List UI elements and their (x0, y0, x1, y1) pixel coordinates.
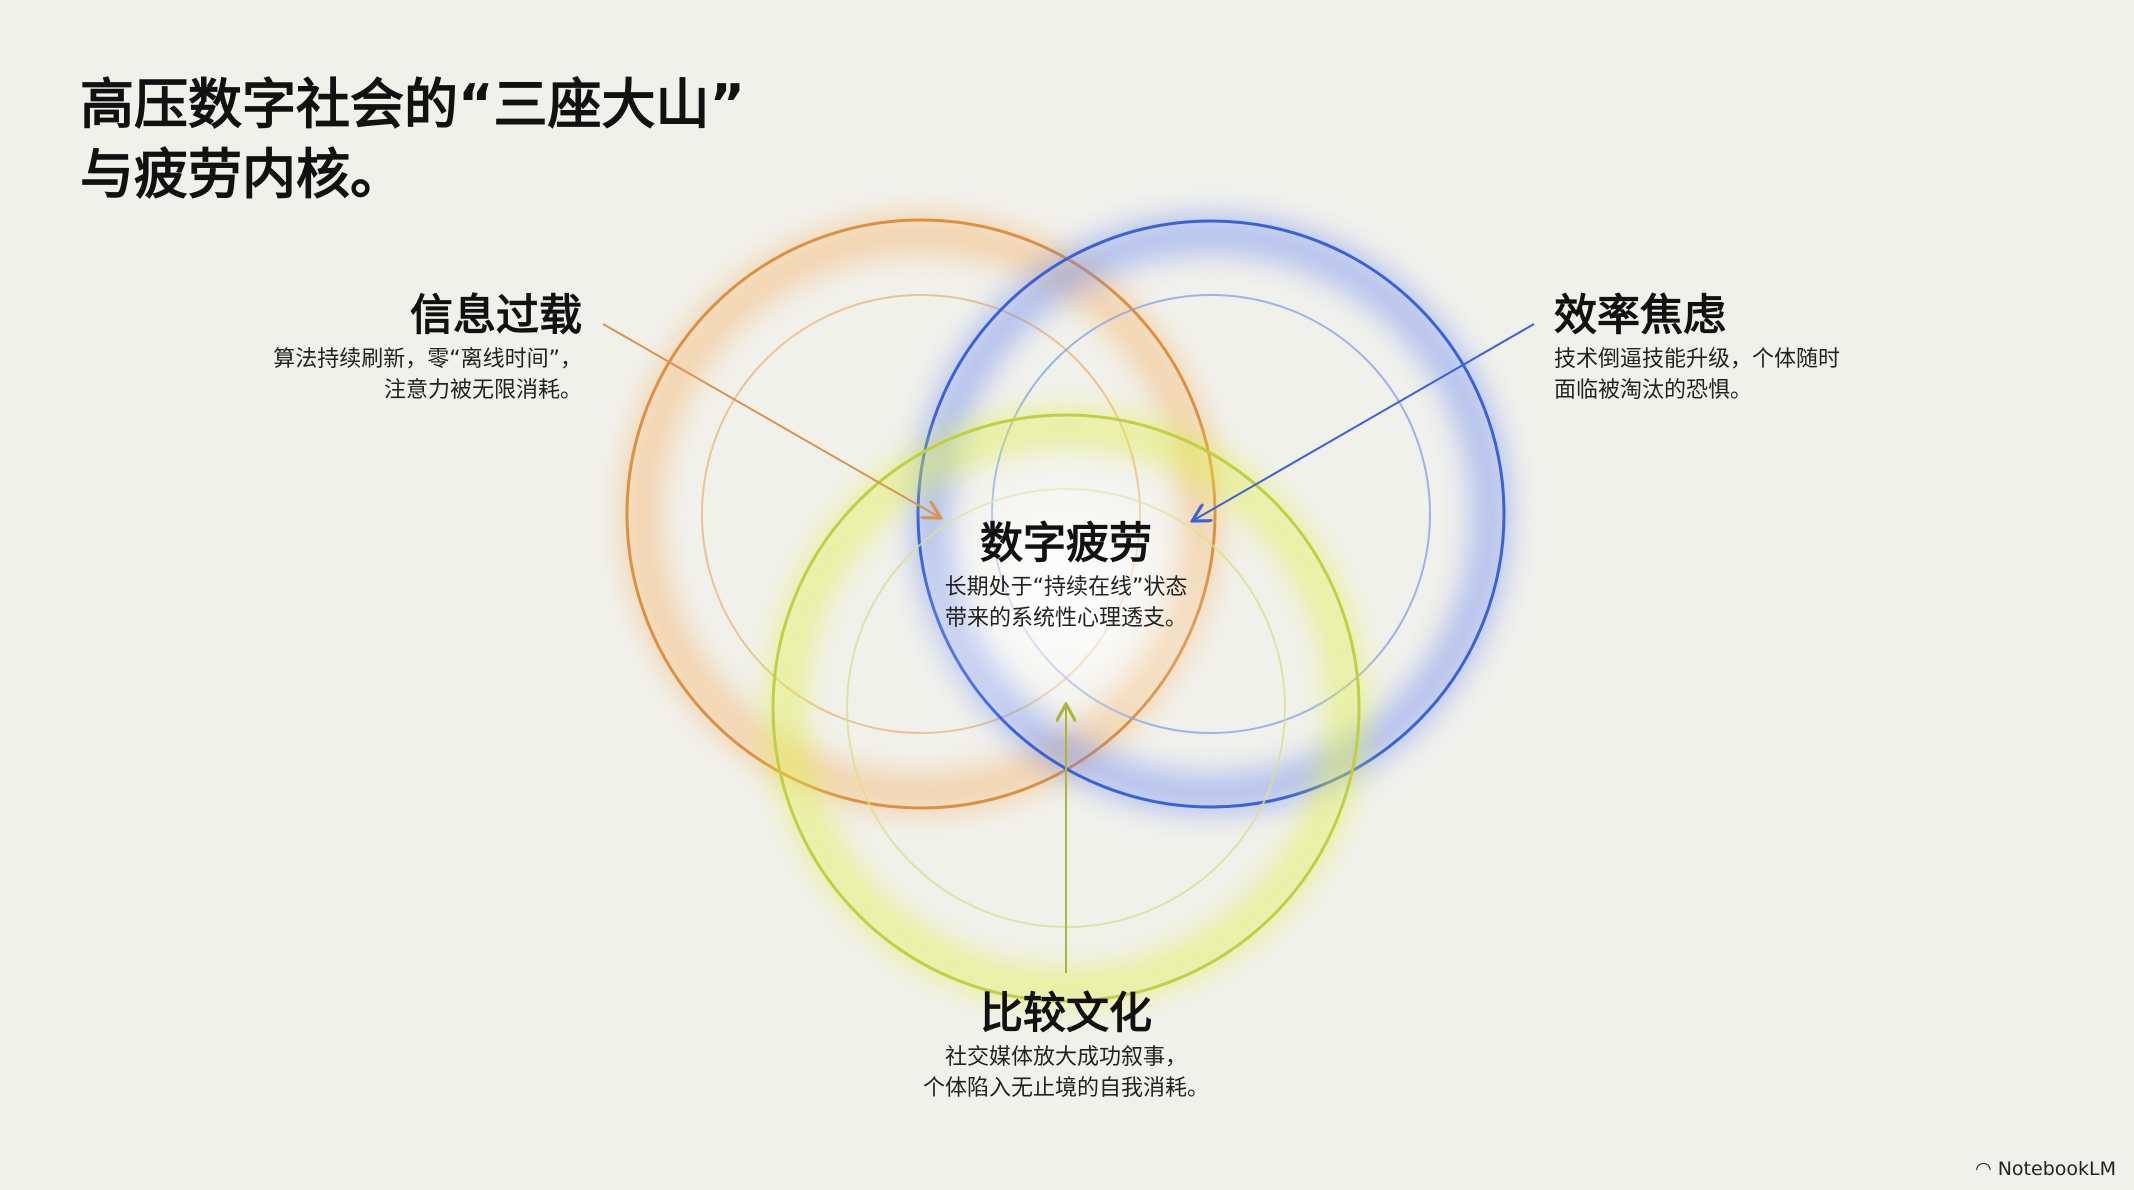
arrow-blue (1194, 323, 1535, 520)
label-efficiency-anxiety: 效率焦虑 技术倒逼技能升级，个体随时 面临被淘汰的恐惧。 (1554, 291, 1841, 403)
arrow-orange (602, 323, 939, 517)
label-comparison-culture: 比较文化 社交媒体放大成功叙事， 个体陷入无止境的自我消耗。 (922, 989, 1209, 1101)
brand-watermark: ◠ NotebookLM (1975, 1158, 2116, 1180)
notebooklm-logo-icon: ◠ (1975, 1158, 1992, 1180)
page-title: 高压数字社会的“三座大山” 与疲劳内核。 (80, 73, 745, 206)
label-info-overload: 信息过载 算法持续刷新，零“离线时间”， 注意力被无限消耗。 (273, 291, 582, 403)
label-digital-fatigue: 数字疲劳 长期处于“持续在线”状态 带来的系统性心理透支。 (944, 519, 1188, 631)
core-glow (916, 440, 1216, 740)
